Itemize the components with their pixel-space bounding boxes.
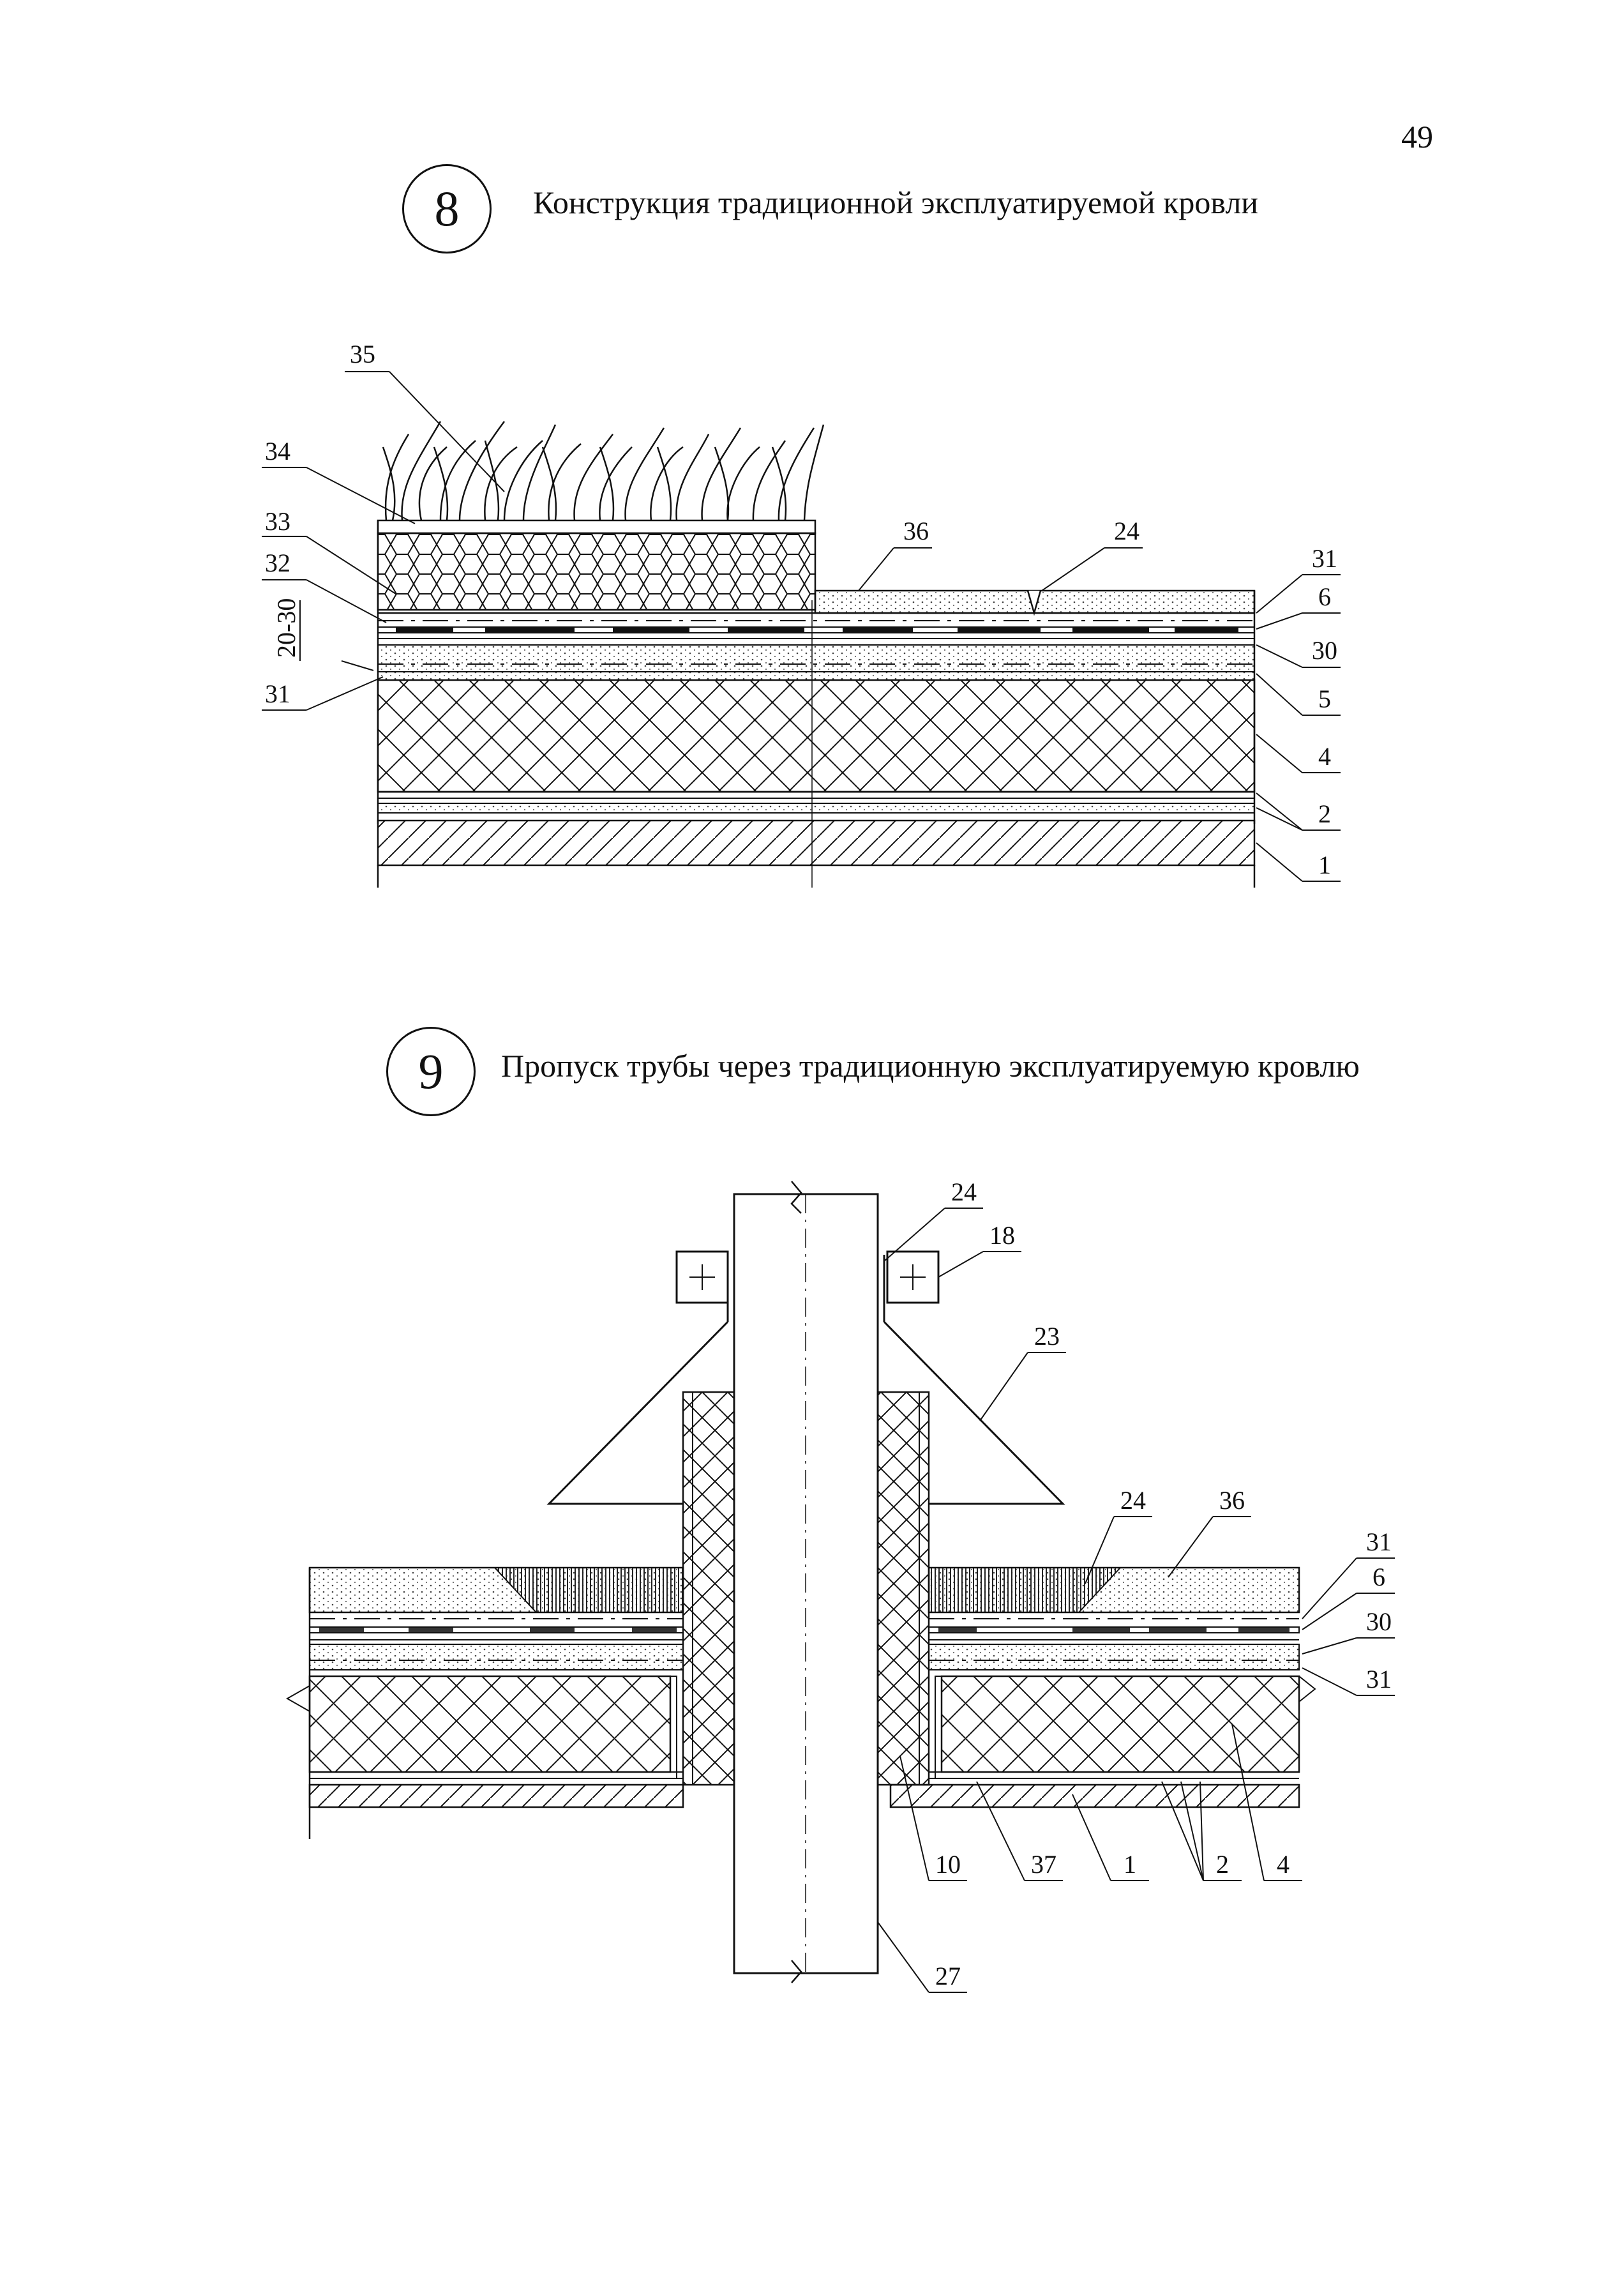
slab-layer [377,819,1256,867]
callout-5: 5 [1318,685,1331,713]
figure-8-badge: 8 [402,164,492,254]
sleeve-insulation-right [876,1391,930,1786]
callout-32: 32 [265,549,290,577]
callout-27: 27 [935,1962,961,1990]
grass-layer [382,421,825,521]
callout-4: 4 [1318,742,1331,771]
callout-31-right: 31 [1312,544,1337,573]
callout-23: 23 [1034,1322,1060,1351]
callout-24-top: 24 [951,1178,977,1206]
figure-9-badge: 9 [386,1027,476,1116]
soil-layer [377,519,816,534]
vapor-barrier-layer [377,803,1255,814]
umbrella-left [546,1321,729,1505]
callout-10: 10 [935,1850,961,1879]
callout-35: 35 [350,340,375,368]
callout-1: 1 [1124,1850,1136,1879]
callout-2: 2 [1216,1850,1229,1879]
callout-18: 18 [989,1221,1015,1250]
callout-31-top: 31 [1366,1527,1392,1556]
umbrella-right [883,1321,1065,1505]
drainage-layer [377,532,816,611]
callout-36: 36 [1219,1486,1245,1515]
callout-37: 37 [1031,1850,1056,1879]
figure-8-title: Конструкция традиционной эксплуатируемой… [533,185,1259,220]
roof-left [285,1566,684,1839]
callout-6: 6 [1372,1563,1385,1591]
figure-8-section: 35 34 33 32 20-30 31 36 24 31 6 30 5 4 2… [262,340,1341,888]
callout-4: 4 [1277,1850,1289,1879]
callout-2: 2 [1318,799,1331,828]
screed-layer [377,644,1255,681]
callout-30: 30 [1312,636,1337,665]
page-number: 49 [1401,119,1433,155]
callout-34: 34 [265,437,290,466]
callout-24: 24 [1114,517,1139,545]
figure-9-title: Пропуск трубы через традиционную эксплуа… [501,1048,1360,1084]
callout-33: 33 [265,507,290,536]
callout-1: 1 [1318,851,1331,879]
callout-20-30: 20-30 [272,598,301,658]
figure-9-section: 24 18 23 24 36 31 6 30 31 10 37 1 2 4 27 [285,1178,1395,1993]
insulation-layer [377,679,1256,793]
callout-36: 36 [903,517,929,545]
callout-31-bottom: 31 [1366,1665,1392,1693]
callout-6: 6 [1318,582,1331,611]
callout-24-mid: 24 [1120,1486,1146,1515]
roof-right [889,1566,1316,1808]
callout-31-left: 31 [265,679,290,708]
callout-30: 30 [1366,1607,1392,1636]
sleeve-insulation-left [682,1391,735,1786]
